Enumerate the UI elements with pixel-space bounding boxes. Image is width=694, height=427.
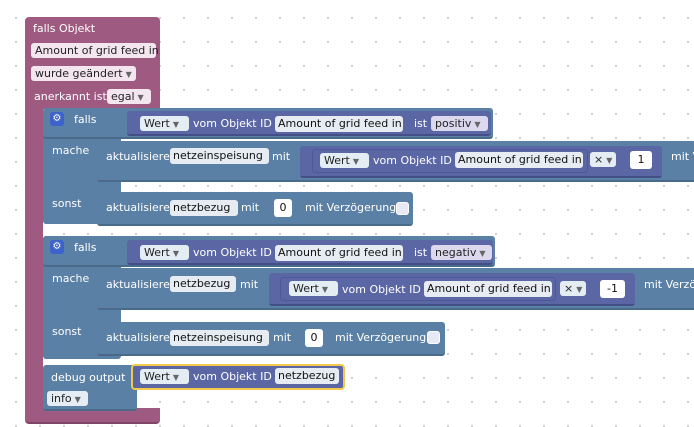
dropdown-arrow-icon: ▼ — [125, 70, 132, 79]
operand-2-field[interactable]: -1 — [600, 280, 625, 298]
value-2-from-label: vom Objekt ID — [342, 283, 421, 296]
do-label-2: mache — [52, 272, 90, 285]
update-1-with-label: mit — [272, 150, 291, 163]
update-2-delay-checkbox[interactable] — [396, 202, 409, 215]
operator-1-dropdown[interactable]: ×▼ — [590, 152, 616, 167]
update-3-variable-field[interactable]: netzbezug — [170, 276, 236, 292]
dropdown-arrow-icon: ▼ — [479, 249, 486, 258]
debug-level-dropdown[interactable]: info▼ — [47, 391, 88, 406]
if-label-1: falls — [74, 113, 97, 126]
gear-icon[interactable]: ⚙ — [50, 240, 64, 254]
event-block-footer — [25, 408, 160, 424]
condition-2-mode-text: Wert — [144, 246, 170, 259]
change-mode-text: wurde geändert — [35, 67, 123, 80]
condition-2-object-field[interactable]: Amount of grid feed in — [275, 245, 403, 261]
update-4-variable-field[interactable]: netzeinspeisung — [170, 330, 269, 346]
update-block-2[interactable] — [97, 192, 413, 226]
debug-from-label: vom Objekt ID — [193, 370, 272, 383]
value-2-mode-dropdown[interactable]: Wert▼ — [289, 281, 338, 296]
change-mode-dropdown[interactable]: wurde geändert▼ — [31, 66, 136, 81]
event-block-spine — [25, 100, 43, 415]
update-4-with-label: mit — [273, 331, 292, 344]
update-block-4[interactable] — [97, 322, 445, 356]
value-1-object-field[interactable]: Amount of grid feed in — [455, 152, 583, 168]
if-label-2: falls — [74, 241, 97, 254]
update-2-with-label: mit — [241, 201, 260, 214]
update-4-value-field[interactable]: 0 — [305, 329, 323, 347]
dropdown-arrow-icon: ▼ — [321, 285, 328, 294]
debug-label: debug output — [51, 371, 126, 384]
gear-icon[interactable]: ⚙ — [50, 112, 64, 126]
dropdown-arrow-icon: ▼ — [352, 157, 359, 166]
update-1-variable-field[interactable]: netzeinspeisung — [170, 148, 269, 164]
ack-value-text: egal — [111, 90, 135, 103]
condition-2-from-label: vom Objekt ID — [193, 246, 272, 259]
event-object-name[interactable]: Amount of grid feed in — [31, 43, 159, 58]
condition-2-state-dropdown[interactable]: negativ▼ — [431, 245, 492, 260]
dropdown-arrow-icon: ▼ — [172, 373, 179, 382]
update-3-with-label: mit — [240, 278, 259, 291]
event-object-name-text: Amount of grid feed in — [35, 44, 159, 57]
value-2-object-field[interactable]: Amount of grid feed in — [424, 281, 552, 297]
dropdown-arrow-icon: ▼ — [576, 285, 583, 294]
value-2-mode-text: Wert — [293, 282, 319, 295]
value-1-from-label: vom Objekt ID — [373, 154, 452, 167]
condition-2-is-label: ist — [414, 246, 428, 259]
update-4-delay-checkbox[interactable] — [427, 331, 440, 344]
update-3-label: aktualisiere — [106, 278, 170, 291]
operator-2-dropdown[interactable]: ×▼ — [560, 281, 586, 296]
update-3-tail-label: mit Verzö — [644, 278, 694, 291]
dropdown-arrow-icon: ▼ — [172, 249, 179, 258]
debug-level-text: info — [51, 392, 72, 405]
condition-1-mode-dropdown[interactable]: Wert▼ — [140, 116, 189, 131]
do-label-1: mache — [52, 144, 90, 157]
ack-dropdown[interactable]: egal▼ — [107, 89, 151, 104]
operand-1-field[interactable]: 1 — [630, 151, 652, 169]
value-1-mode-dropdown[interactable]: Wert▼ — [320, 153, 369, 168]
update-2-delay-label: mit Verzögerung — [305, 201, 397, 214]
update-4-label: aktualisiere — [106, 331, 170, 344]
condition-1-from-label: vom Objekt ID — [193, 117, 272, 130]
update-1-tail-label: mit V — [671, 150, 694, 163]
update-2-label: aktualisiere — [106, 201, 170, 214]
dropdown-arrow-icon: ▼ — [606, 156, 613, 165]
update-4-delay-label: mit Verzögerung — [335, 331, 427, 344]
condition-2-mode-dropdown[interactable]: Wert▼ — [140, 245, 189, 260]
debug-mode-text: Wert — [144, 370, 170, 383]
debug-object-field[interactable]: netzbezug — [275, 368, 339, 384]
else-label-1: sonst — [52, 197, 82, 210]
update-1-label: aktualisiere — [106, 150, 170, 163]
debug-mode-dropdown[interactable]: Wert▼ — [140, 369, 189, 384]
ack-label: anerkannt ist — [34, 90, 107, 103]
operator-1-text: × — [594, 153, 604, 166]
condition-1-state-text: positiv — [435, 117, 472, 130]
dropdown-arrow-icon: ▼ — [137, 93, 144, 102]
condition-1-mode-text: Wert — [144, 117, 170, 130]
event-title: falls Objekt — [33, 22, 96, 35]
operator-2-text: × — [564, 282, 574, 295]
condition-1-state-dropdown[interactable]: positiv▼ — [431, 116, 488, 131]
condition-1-object-field[interactable]: Amount of grid feed in — [275, 116, 403, 132]
condition-2-state-text: negativ — [435, 246, 477, 259]
update-2-variable-field[interactable]: netzbezug — [170, 200, 238, 216]
dropdown-arrow-icon: ▼ — [74, 395, 81, 404]
condition-1-is-label: ist — [414, 117, 428, 130]
dropdown-arrow-icon: ▼ — [474, 120, 481, 129]
else-label-2: sonst — [52, 325, 82, 338]
update-2-value-field[interactable]: 0 — [274, 199, 292, 217]
value-1-mode-text: Wert — [324, 154, 350, 167]
dropdown-arrow-icon: ▼ — [172, 120, 179, 129]
